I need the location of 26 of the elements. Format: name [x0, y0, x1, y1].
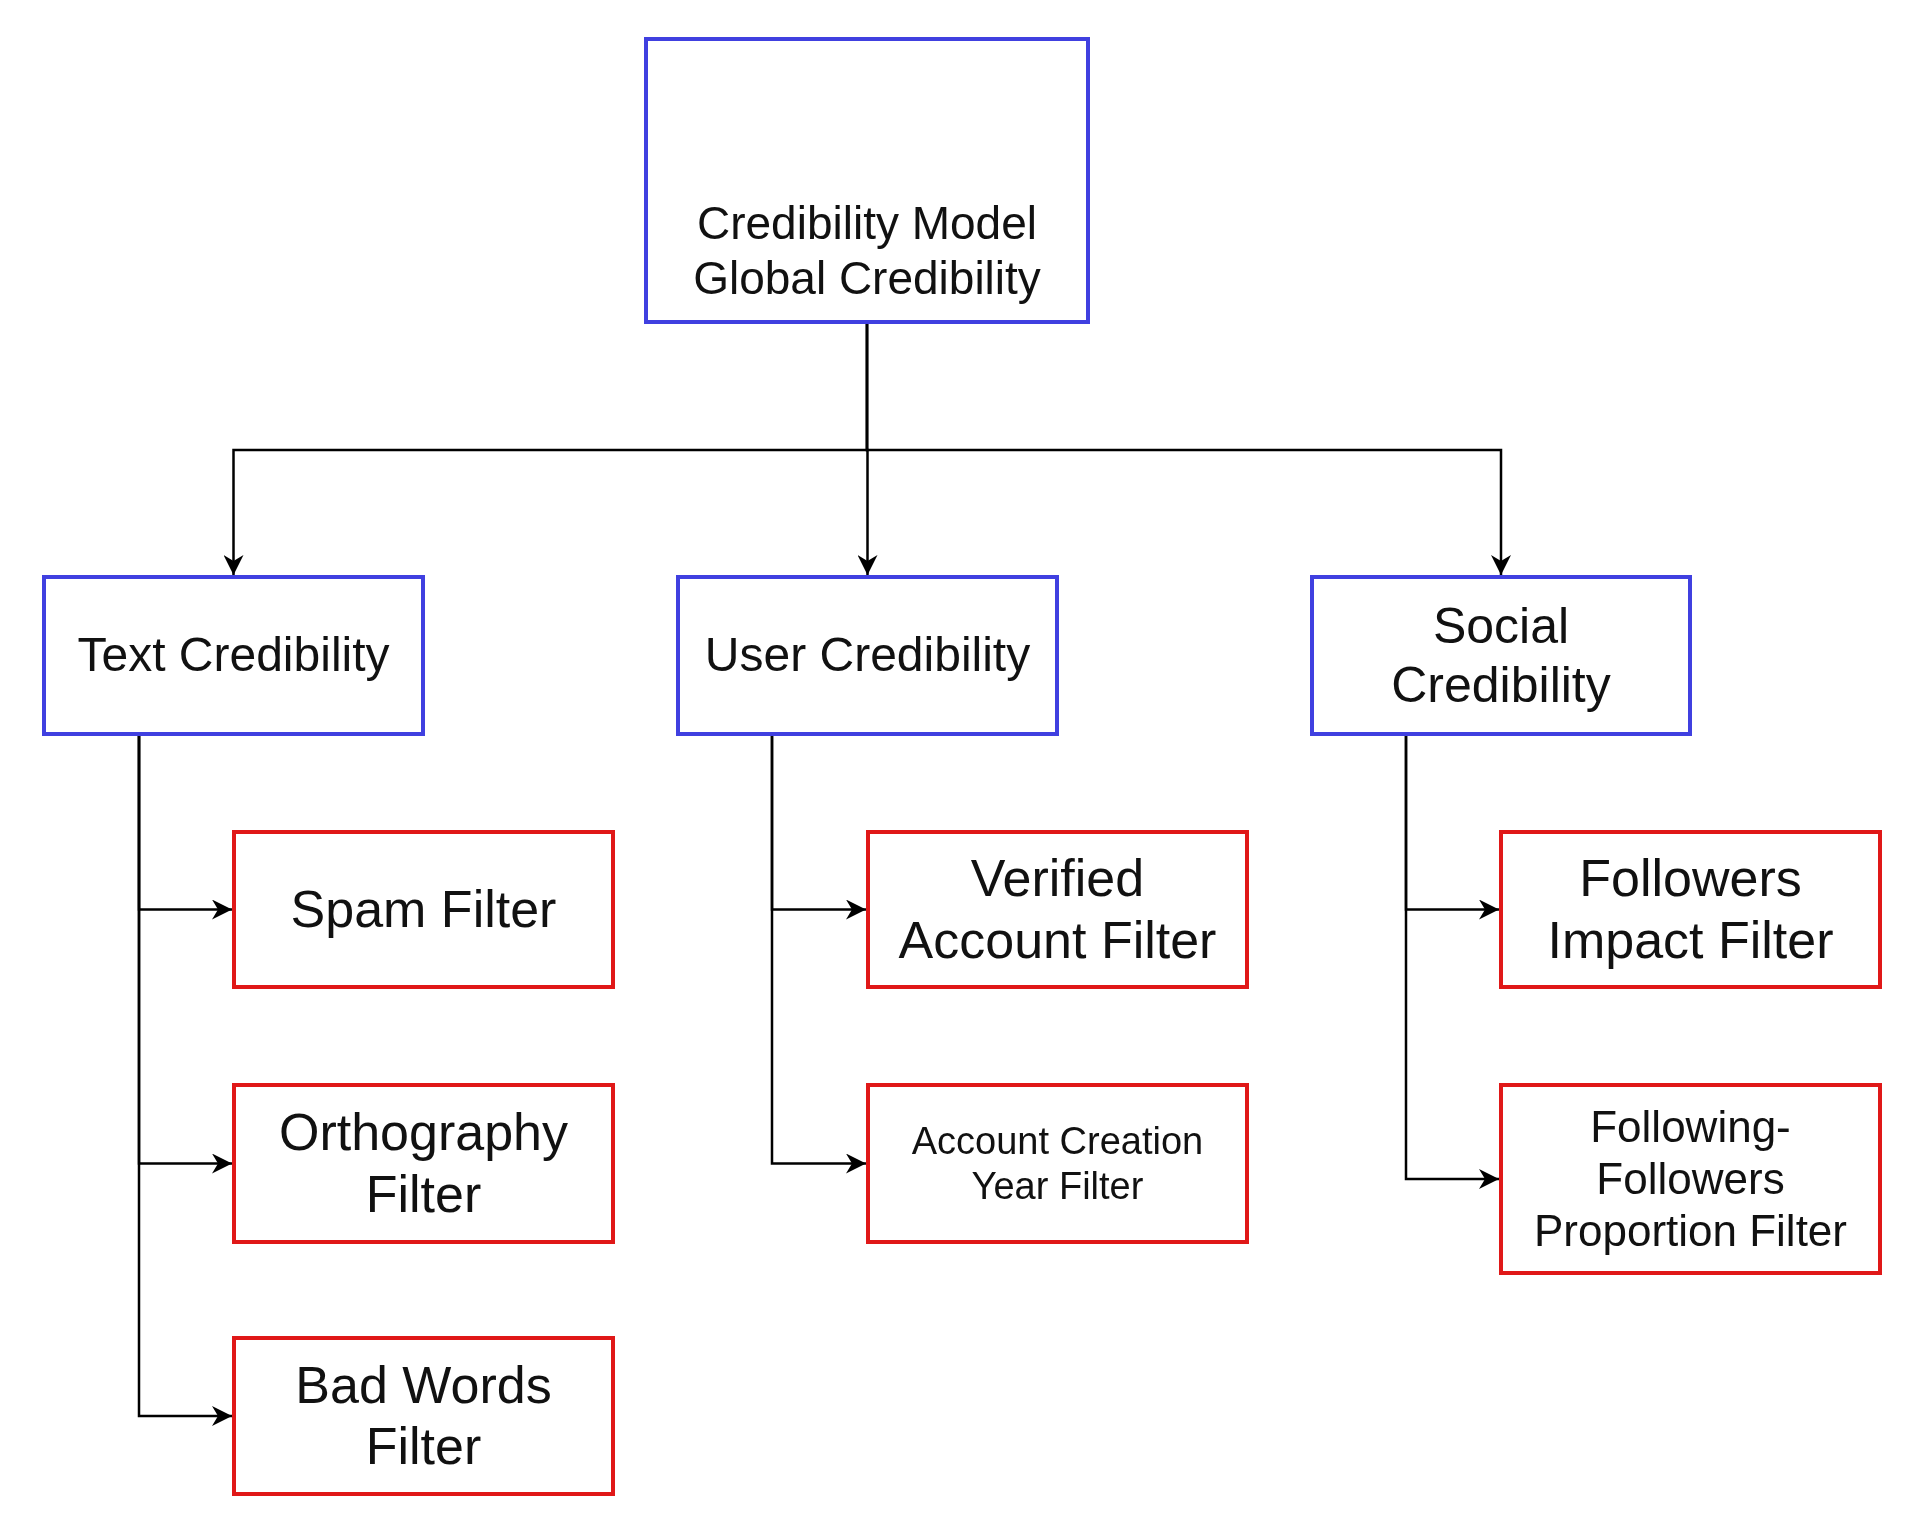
filter-box	[232, 1083, 615, 1244]
filter-box	[232, 1336, 615, 1496]
category-box	[644, 37, 1090, 324]
node-label: Text Credibility	[77, 627, 390, 684]
arrow	[137, 736, 232, 1426]
node-label: Verified Account Filter	[897, 848, 1218, 971]
arrow	[865, 324, 1511, 575]
node-label: Orthography Filter	[277, 1102, 569, 1225]
node-label: Account Creation Year Filter	[910, 1118, 1205, 1209]
category-box	[42, 575, 425, 736]
node-label: User Credibility	[704, 627, 1031, 684]
node-label: Following-Followers Proportion Filter	[1533, 1101, 1848, 1257]
arrow	[770, 736, 866, 1174]
title-text: Credibility Model Global Credibility	[692, 196, 1042, 305]
filter-box	[232, 830, 615, 989]
node-label: Spam Filter	[290, 878, 557, 940]
filter-box	[1499, 1083, 1882, 1275]
node-label: Social Credibility	[1390, 596, 1612, 715]
node-label: Followers Impact Filter	[1546, 848, 1835, 971]
node-label: Bad Words Filter	[294, 1354, 553, 1477]
filter-box	[1499, 830, 1882, 989]
filter-box	[866, 830, 1249, 989]
filter-box	[866, 1083, 1249, 1244]
arrow	[1404, 736, 1499, 1189]
category-box	[1310, 575, 1692, 736]
category-box	[676, 575, 1059, 736]
